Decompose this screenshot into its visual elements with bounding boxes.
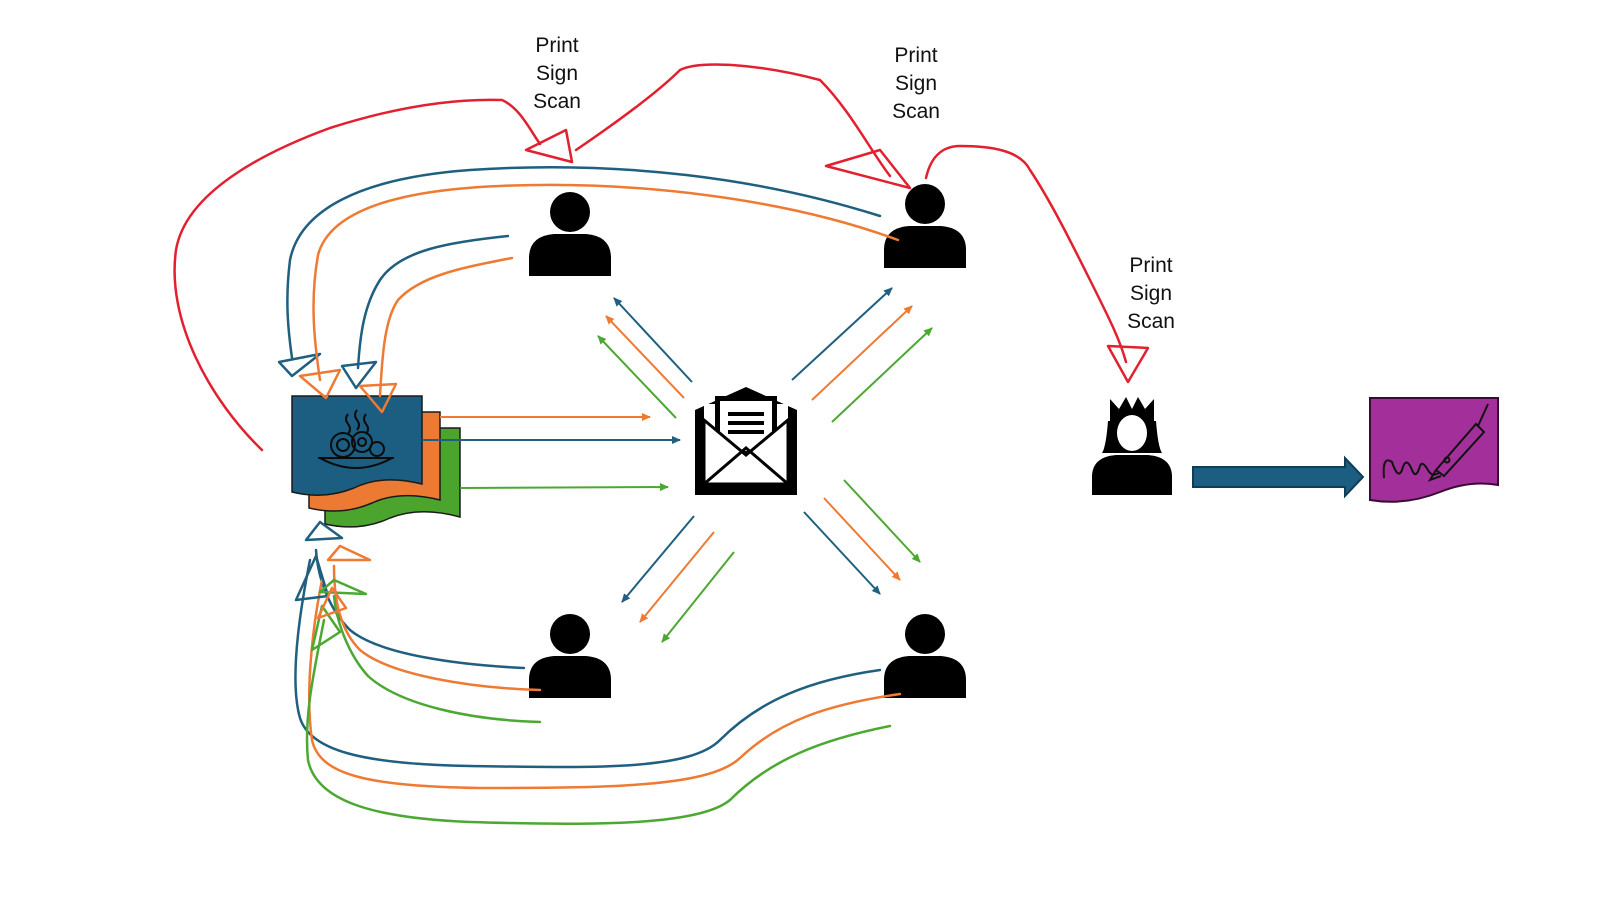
label-line: Print xyxy=(535,34,579,57)
envelope-to-people-arrows xyxy=(597,287,933,643)
approver-label: Print Sign Scan xyxy=(1106,252,1196,336)
label-line: Print xyxy=(1129,254,1173,277)
label-line: Sign xyxy=(894,72,938,95)
doc-to-envelope-arrows xyxy=(422,413,681,492)
queen-person-icon xyxy=(1092,397,1172,495)
signer-top-left-label: Print Sign Scan xyxy=(512,32,602,116)
person-icon xyxy=(529,614,611,698)
label-line: Scan xyxy=(533,90,581,113)
label-line: Scan xyxy=(1127,310,1175,333)
person-icon xyxy=(529,192,611,276)
person-icon xyxy=(884,184,966,268)
person-icon xyxy=(884,614,966,698)
signed-document-icon xyxy=(1369,397,1499,503)
right-arrow-icon xyxy=(1192,455,1365,499)
signer-top-right-label: Print Sign Scan xyxy=(871,42,961,126)
food-document-stack-icon xyxy=(291,395,461,528)
label-line: Sign xyxy=(1129,282,1173,305)
label-line: Scan xyxy=(892,100,940,123)
label-line: Print xyxy=(894,44,938,67)
open-envelope-icon xyxy=(695,387,797,495)
bottom-return-curves xyxy=(294,520,902,825)
label-line: Sign xyxy=(535,62,579,85)
top-return-curves xyxy=(277,166,900,414)
signing-route-path xyxy=(173,63,1150,452)
